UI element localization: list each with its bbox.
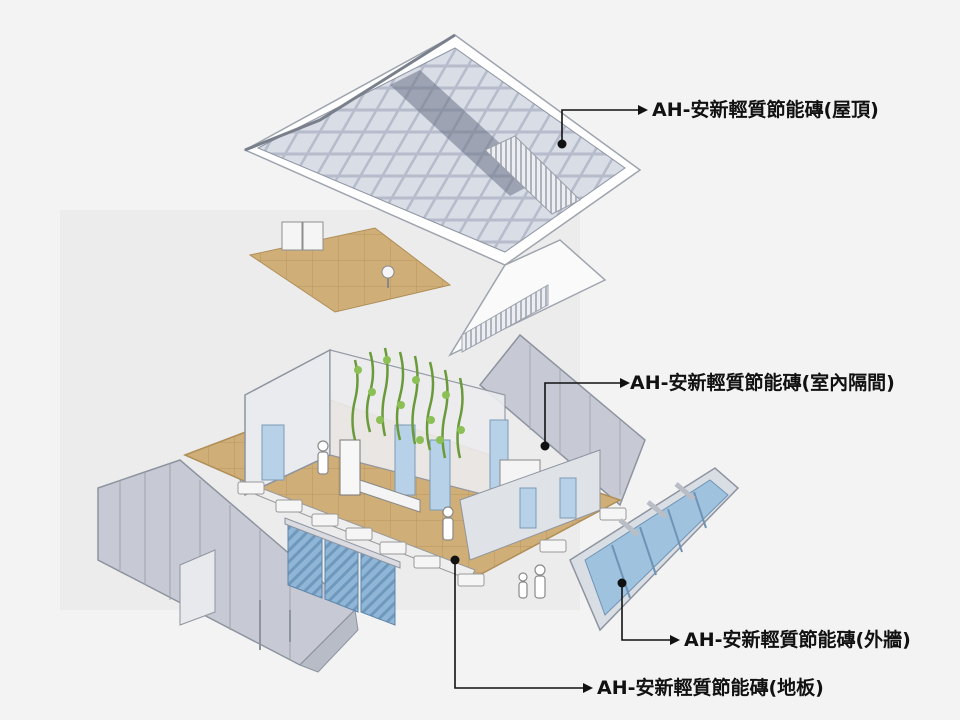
partition-marker-dot	[540, 441, 550, 451]
upper-deck	[248, 221, 452, 313]
exterior-wall-marker-dot	[617, 578, 627, 588]
foundation-footings	[237, 481, 627, 587]
clerestory-louver	[461, 284, 549, 353]
left-exterior-wall	[97, 459, 359, 673]
leader-lines	[454, 109, 672, 689]
greenery-leaves	[354, 356, 465, 444]
callout-exterior-wall: AH-安新輕質節能磚(外牆)	[684, 629, 911, 651]
washer-icon	[281, 221, 303, 251]
floor-marker-dot	[450, 555, 460, 565]
callout-roof: AH-安新輕質節能磚(屋頂)	[652, 99, 879, 121]
leader-arrowheads	[583, 105, 680, 693]
front-glass-panels	[284, 517, 401, 626]
callout-partition: AH-安新輕質節能磚(室內隔間)	[630, 372, 895, 394]
roof-marker-dot	[557, 139, 567, 149]
leader-dots	[450, 139, 627, 588]
kitchen-counter	[359, 479, 421, 513]
back-exterior-wall	[478, 333, 646, 507]
people-figures	[317, 440, 546, 599]
interior-partitions	[244, 348, 601, 561]
callout-floor: AH-安新輕質節能磚(地板)	[597, 677, 824, 699]
refrigerator-icon	[339, 439, 361, 496]
roof-assembly	[243, 33, 642, 357]
roof-vent-slats	[484, 135, 581, 215]
green-wall	[351, 347, 464, 459]
dryer-icon	[302, 221, 324, 251]
